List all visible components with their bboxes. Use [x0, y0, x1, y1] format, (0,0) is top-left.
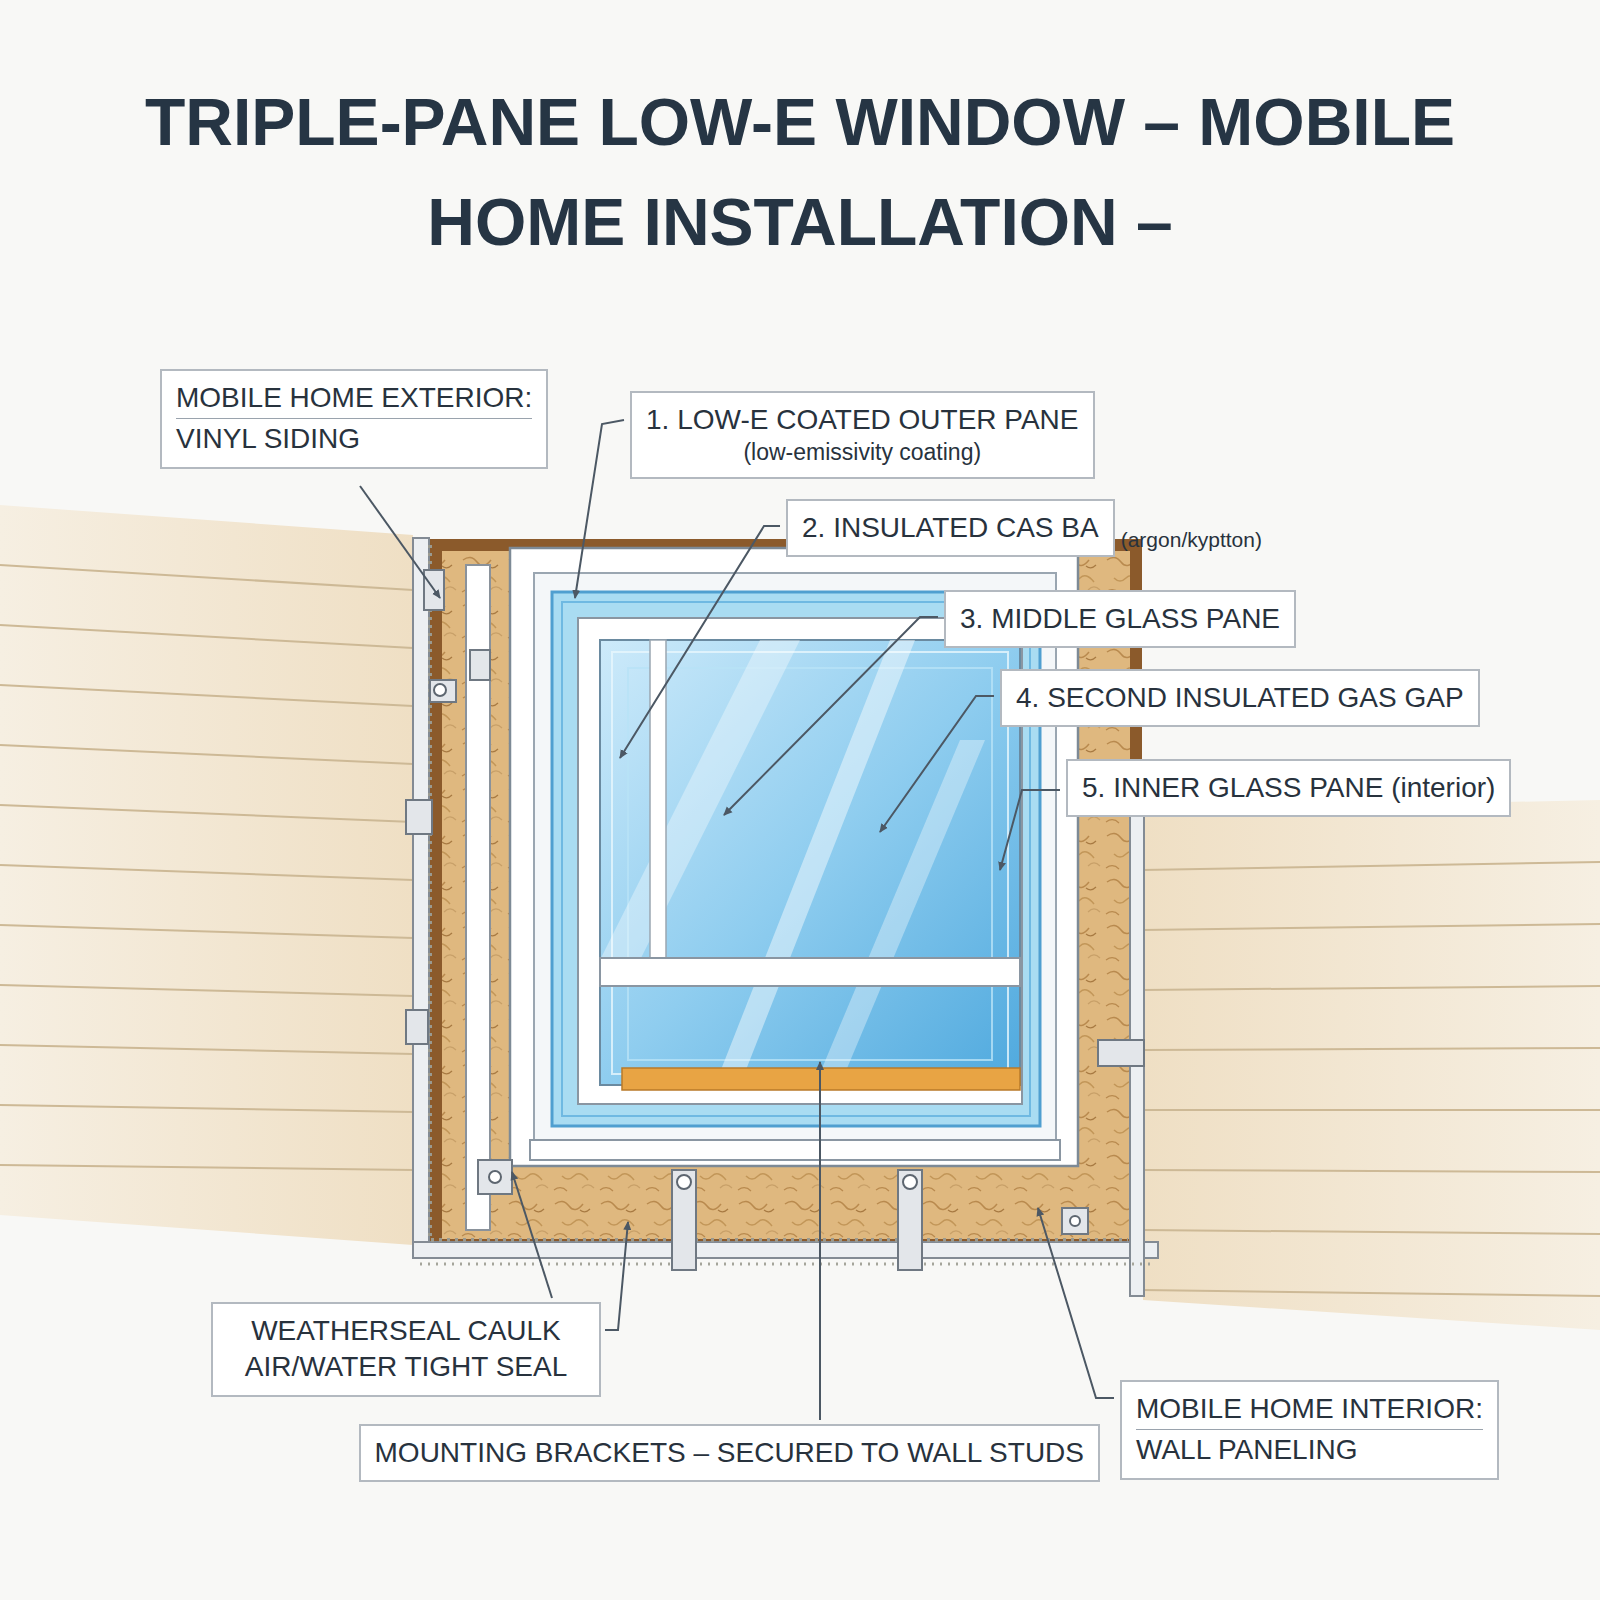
inner-pane-callout: 5. INNER GLASS PANE (interior): [1066, 759, 1511, 817]
gas-gap-callout: 2. INSULATED CAS BA(argon/kyptton): [786, 499, 1115, 557]
callout-note: (low-emissivity coating): [646, 438, 1079, 468]
exterior-callout: MOBILE HOME EXTERIOR:VINYL SIDING: [160, 369, 548, 469]
caulk-callout: WEATHERSEAL CAULK AIR/WATER TIGHT SEAL: [211, 1302, 601, 1397]
callout-label: MOUNTING BRACKETS – SECURED TO WALL STUD…: [375, 1435, 1084, 1471]
callout-label: 5. INNER GLASS PANE (interior): [1082, 770, 1495, 806]
middle-pane-callout: 3. MIDDLE GLASS PANE: [944, 590, 1296, 648]
second-gas-gap-callout: 4. SECOND INSULATED GAS GAP: [1000, 669, 1480, 727]
callout-label: MOBILE HOME EXTERIOR:: [176, 380, 532, 419]
callout-label: 2. INSULATED CAS BA: [802, 510, 1099, 546]
callout-label: WEATHERSEAL CAULK AIR/WATER TIGHT SEAL: [227, 1313, 585, 1386]
callout-label: 4. SECOND INSULATED GAS GAP: [1016, 680, 1464, 716]
callout-label: 1. LOW-E COATED OUTER PANE: [646, 402, 1079, 438]
callout-label: 3. MIDDLE GLASS PANE: [960, 601, 1280, 637]
callout-note: WALL PANELING: [1136, 1432, 1483, 1468]
brackets-callout: MOUNTING BRACKETS – SECURED TO WALL STUD…: [359, 1424, 1100, 1482]
callout-label: MOBILE HOME INTERIOR:: [1136, 1391, 1483, 1430]
callout-note: (argon/kyptton): [1121, 526, 1262, 553]
interior-callout: MOBILE HOME INTERIOR:WALL PANELING: [1120, 1380, 1499, 1480]
callout-note: VINYL SIDING: [176, 421, 532, 457]
title-text: TRIPLE-PANE LOW-E WINDOW – MOBILE HOME I…: [100, 72, 1500, 272]
outer-pane-callout: 1. LOW-E COATED OUTER PANE(low-emissivit…: [630, 391, 1095, 479]
